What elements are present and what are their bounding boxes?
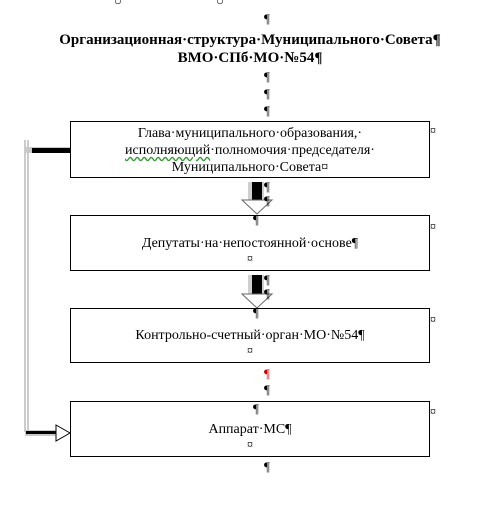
- org-box-head-line1: Глава·муниципального·образования,·: [137, 126, 363, 141]
- paragraph-mark: ¶: [264, 69, 270, 84]
- paragraph-mark: ¶: [253, 401, 259, 416]
- cell-end-mark: ¤: [247, 437, 253, 451]
- bottom-connector-bar: [26, 431, 60, 434]
- paragraph-mark: ¶: [253, 305, 259, 320]
- cell-end-mark: ¤: [430, 312, 436, 326]
- org-box-apparatus[interactable]: ¶ Аппарат·МС¶ ¤: [70, 401, 430, 457]
- org-box-apparatus-label: Аппарат·МС¶: [208, 422, 292, 437]
- org-box-head-line3: Муниципального·Совета¤: [171, 160, 329, 175]
- org-box-head[interactable]: Глава·муниципального·образования,· испол…: [70, 121, 430, 178]
- document-title-line2: ВМО·СПб·МО·№54¶: [177, 50, 323, 66]
- paragraph-mark: ¶: [264, 86, 270, 101]
- paragraph-mark: ¶: [253, 212, 259, 227]
- top-connector-bar: [32, 148, 70, 153]
- cell-end-mark: ¤: [247, 343, 253, 357]
- cell-end-mark: ¤: [430, 123, 436, 137]
- cell-end-mark: ¤: [430, 219, 436, 233]
- paragraph-mark: ¶: [264, 272, 270, 287]
- org-box-audit[interactable]: ¶ Контрольно-счетный·орган·МО·№54¶ ¤: [70, 305, 430, 363]
- paragraph-mark: ¶: [264, 103, 270, 118]
- down-arrow-shaft: [252, 275, 262, 300]
- paragraph-mark-red: ¶: [264, 366, 270, 381]
- down-arrow-shaft: [252, 182, 262, 206]
- org-box-deputies-label: Депутаты·на·непостоянной·основе¶: [141, 236, 359, 251]
- bottom-connector-arrowhead: [55, 424, 72, 442]
- paragraph-mark: ¶: [264, 286, 270, 301]
- paragraph-mark: ¶: [264, 459, 270, 474]
- cell-end-mark: ¤: [430, 404, 436, 418]
- org-box-head-underlined-word: исполняющий: [125, 143, 211, 158]
- org-box-head-line2: ·полномочия·председателя·: [210, 143, 375, 158]
- format-mark: ○: [216, 0, 224, 8]
- paragraph-mark: ¶: [264, 179, 270, 194]
- format-mark: ○: [114, 0, 122, 8]
- down-arrow-head: [240, 293, 274, 309]
- document-title-line1: Организационная·структура·Муниципального…: [59, 32, 441, 48]
- org-box-audit-label: Контрольно-счетный·орган·МО·№54¶: [135, 328, 365, 343]
- cell-end-mark: ¤: [247, 251, 253, 265]
- paragraph-mark: ¶: [264, 382, 270, 397]
- org-box-deputies[interactable]: ¶ Депутаты·на·непостоянной·основе¶ ¤: [70, 212, 430, 271]
- down-arrow-head: [240, 199, 274, 215]
- paragraph-mark: ¶: [264, 193, 270, 208]
- paragraph-mark: ¶: [264, 11, 270, 26]
